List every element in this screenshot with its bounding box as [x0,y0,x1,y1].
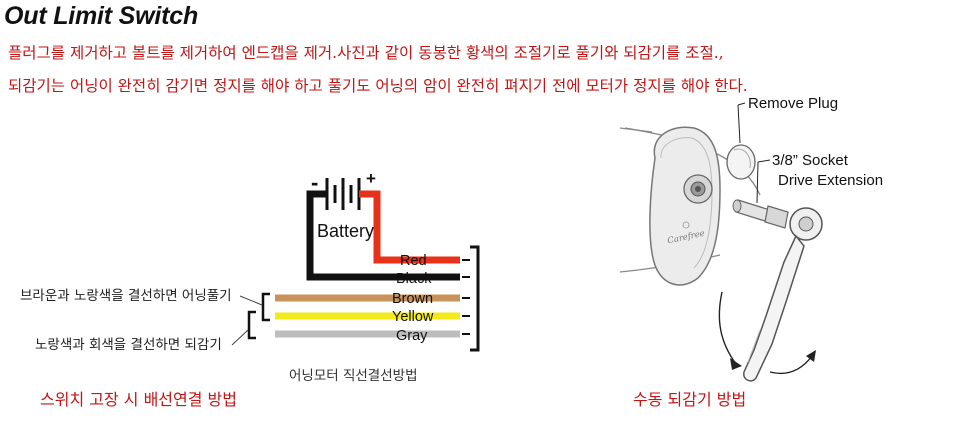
battery-label: Battery [317,221,374,241]
battery-icon [325,178,361,210]
rewind-note: 노랑색과 회색을 결선하면 되감기 [35,337,222,353]
wire-label-red: Red [400,253,427,269]
battery-minus-sign: - [311,170,318,195]
black-wire [306,190,460,281]
instruction-line-2: 되감기는 어닝이 완전히 감기면 정지를 해야 하고 풀기도 어닝의 암이 완전… [8,77,748,95]
manual-section-title: 수동 되감기 방법 [633,390,746,409]
motor-connector-bracket [470,245,480,352]
end-cap [649,126,721,286]
wire-label-gray: Gray [396,328,428,344]
wiring-section-title: 스위치 고장 시 배선연결 방법 [40,390,237,409]
rotation-arrow-icon [769,355,813,375]
unroll-note: 브라운과 노랑색을 결선하면 어닝풀기 [20,288,232,304]
manual-rewind-illustration: Carefree Remove Plug 3/8” Socket Drive E… [619,95,883,409]
remove-plug-icon [726,144,756,180]
remove-plug-label: Remove Plug [748,95,838,112]
rotation-arrow-icon [718,291,737,365]
wire-label-brown: Brown [392,291,433,307]
battery-plus-sign: + [366,169,376,188]
red-wire [359,190,460,264]
rewind-bracket [247,310,256,340]
page-title: Out Limit Switch [4,2,199,30]
socket-label-line-1: 3/8” Socket [772,152,849,169]
instruction-line-1: 플러그를 제거하고 볼트를 제거하여 엔드캡을 제거.사진과 같이 동봉한 황색… [8,44,724,62]
wiring-diagram: - + Battery Red Black Brown Yellow Gray … [20,169,480,409]
ratchet-wrench-icon [743,207,823,382]
socket-label-line-2: Drive Extension [778,172,883,189]
socket-extension-icon [732,199,789,229]
wiring-caption: 어닝모터 직선결선방법 [289,368,418,384]
wire-label-black: Black [396,271,432,287]
wire-label-yellow: Yellow [392,309,434,325]
unroll-bracket [261,292,270,322]
